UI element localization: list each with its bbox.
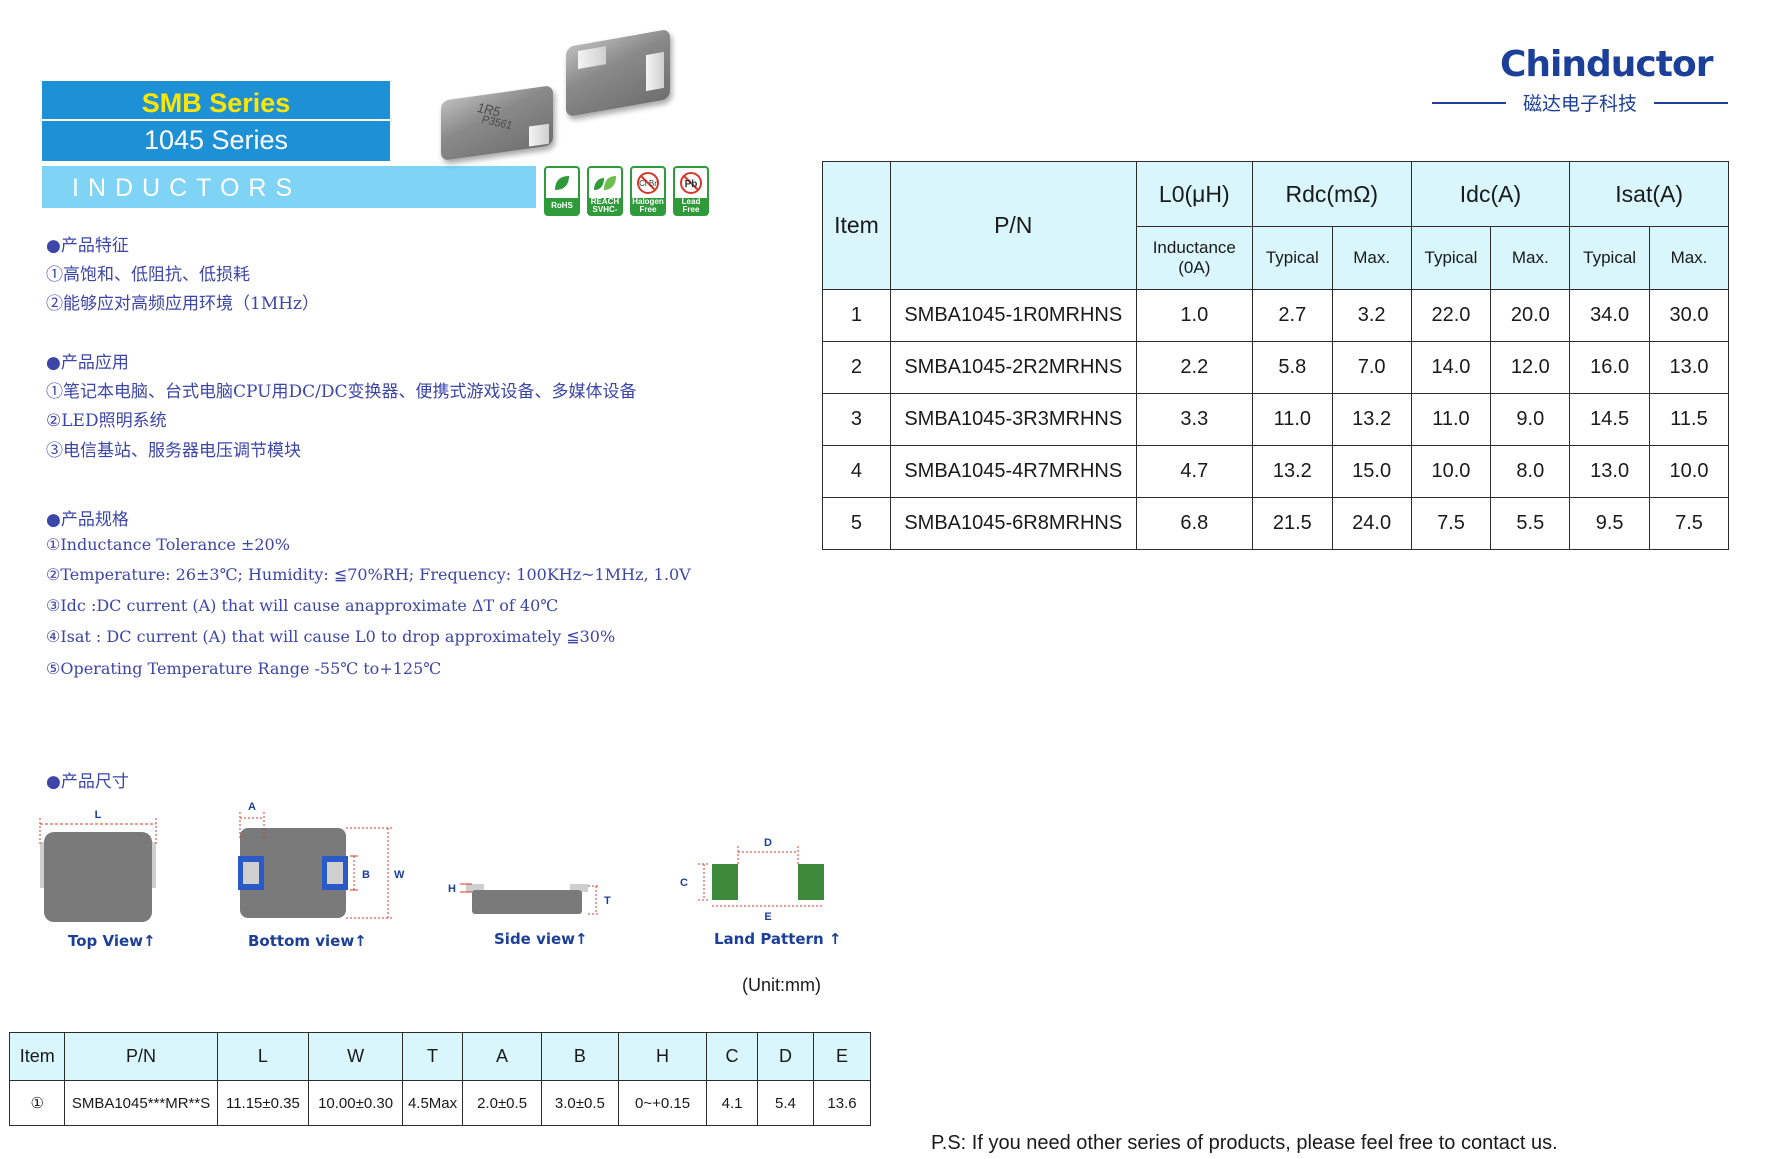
header-isat-max: Max. [1648,226,1730,290]
product-image-back [566,28,670,118]
dim-header-w: W [308,1032,403,1081]
svg-text:E: E [764,911,771,923]
svg-text:A: A [248,801,256,813]
spec-item: ⑤Operating Temperature Range -55℃ to+125… [46,659,442,678]
feature-item: ①高饱和、低阻抗、低损耗 [46,265,250,285]
dim-header-h: H [617,1032,708,1081]
features-title: ●产品特征 [46,236,129,256]
halogen-free-icon: Cl Br Halogen Free [630,166,666,216]
dim-header-pn: P/N [64,1032,218,1081]
unit-note: (Unit:mm) [742,975,821,995]
svg-text:W: W [394,869,405,881]
series-subtitle: 1045 Series [42,119,390,161]
category-bar: INDUCTORS [42,166,536,208]
dim-header-a: A [462,1032,542,1081]
specs-title: ●产品规格 [46,510,129,530]
table-row: ① SMBA1045***MR**S 11.15±0.35 10.00±0.30… [8,1080,871,1126]
reach-icon: REACH SVHC-Free [587,166,623,216]
header-isat: Isat(A) [1569,161,1729,227]
part-marking-code: P3561 [479,113,514,133]
dim-header-b: B [540,1032,619,1081]
application-item: ②LED照明系统 [46,411,167,431]
series-title: SMB Series [42,81,390,119]
company-logo-subtitle: 磁达电子科技 [1432,89,1728,117]
header-rdc: Rdc(mΩ) [1251,161,1412,227]
dimensions-table: Item P/N L W T A B H C D E ① SMBA1045***… [8,1032,871,1126]
footer-note: P.S: If you need other series of product… [931,1132,1558,1154]
top-view-label: Top View↑ [68,932,156,950]
dimension-diagrams: L A B W H T D [39,801,824,923]
svg-text:B: B [362,869,370,881]
header-isat-typical: Typical [1569,226,1650,290]
specifications-table: Item P/N L0(μH) Rdc(mΩ) Idc(A) Isat(A) I… [822,161,1730,550]
svg-text:H: H [448,883,456,895]
header-idc-max: Max. [1490,226,1571,290]
side-view-diagram: H T [448,883,611,915]
rohs-icon: RoHS [544,166,580,216]
spec-item: ①Inductance Tolerance ±20% [46,535,290,554]
dim-header-e: E [813,1032,871,1081]
dim-header-l: L [216,1032,310,1081]
header-inductance: Inductance (0A) [1135,226,1253,290]
header-pn: P/N [889,161,1137,290]
applications-title: ●产品应用 [46,353,129,373]
spec-item: ③Idc :DC current (A) that will cause ana… [46,596,559,615]
header-rdc-typical: Typical [1251,226,1333,290]
land-pattern-diagram: D C E [680,837,824,923]
spec-item: ④Isat : DC current (A) that will cause L… [46,627,616,646]
header-idc: Idc(A) [1410,161,1571,227]
company-logo: Chinductor [1500,44,1713,85]
product-image-front: 1R5 P3561 [441,85,553,161]
land-pattern-label: Land Pattern ↑ [714,930,842,948]
dim-header-t: T [401,1032,464,1081]
svg-text:Cl Br: Cl Br [639,179,657,188]
side-view-label: Side view↑ [494,930,588,948]
series-header: SMB Series 1045 Series [42,81,390,161]
header-rdc-max: Max. [1331,226,1412,290]
bottom-view-diagram: A B W [238,801,405,919]
spec-item: ②Temperature: 26±3℃; Humidity: ≦70%RH; F… [46,565,691,584]
dimensions-title: ●产品尺寸 [46,772,129,792]
dim-header-item: Item [8,1032,66,1081]
svg-text:Pb: Pb [685,179,698,190]
svg-text:T: T [604,895,611,907]
svg-text:L: L [95,809,102,821]
svg-text:D: D [764,837,772,849]
application-item: ①笔记本电脑、台式电脑CPU用DC/DC变换器、便携式游戏设备、多媒体设备 [46,382,637,402]
application-item: ③电信基站、服务器电压调节模块 [46,441,301,461]
top-view-diagram: L [39,809,157,922]
certification-icons: RoHS REACH SVHC-Free Cl Br Halogen Free … [544,166,709,216]
bottom-view-label: Bottom view↑ [248,932,367,950]
dim-header-d: D [756,1032,815,1081]
dim-header-c: C [706,1032,758,1081]
lead-free-icon: Pb Lead Free [673,166,709,216]
header-l0: L0(μH) [1135,161,1253,227]
header-idc-typical: Typical [1410,226,1492,290]
feature-item: ②能够应对高频应用环境（1MHz） [46,294,320,314]
svg-text:C: C [680,877,688,889]
header-item: Item [822,161,891,290]
